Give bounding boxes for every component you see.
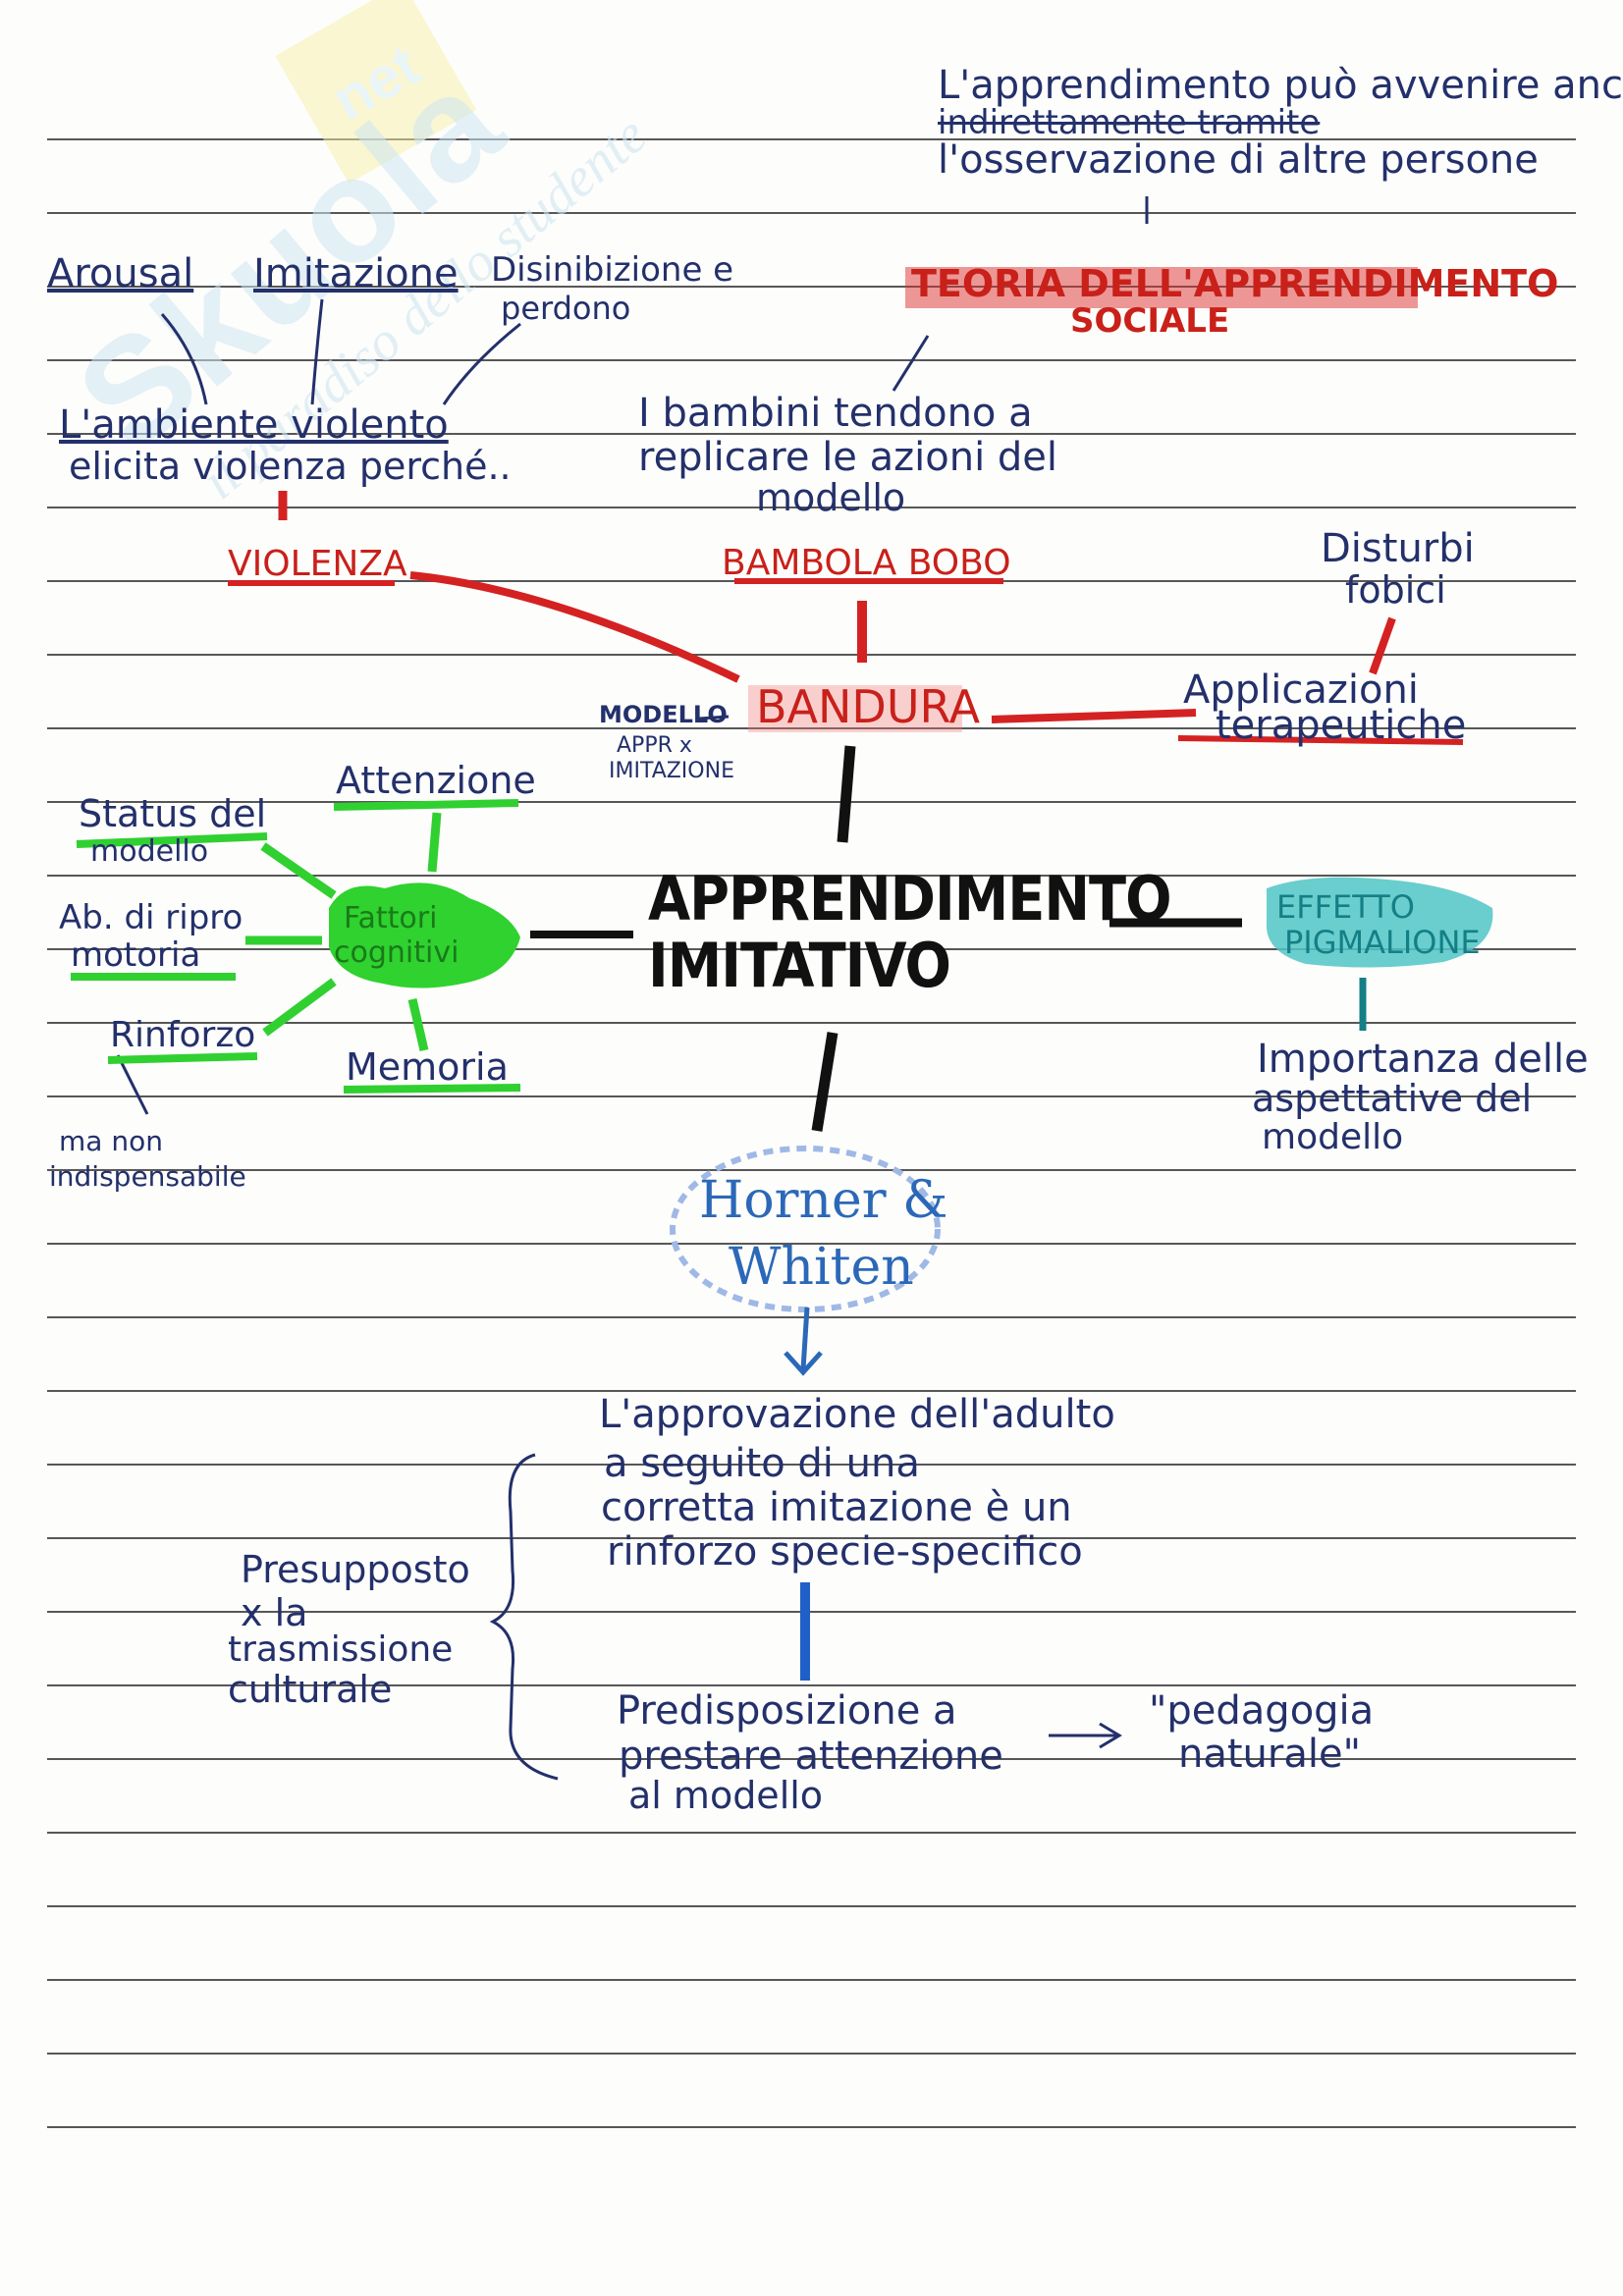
connector-disinibizione-ambiente [442,322,521,405]
teoria-line1: TEORIA DELL'APPRENDIMENTO [911,262,1559,305]
curly-brace-icon [489,1453,559,1781]
fattori-line2: cognitivi [334,935,460,970]
connector-imitazione-ambiente [310,298,324,405]
connector-fattori-status [260,842,337,899]
pedagogia-line2: naturale" [1178,1732,1361,1777]
top-note-line1: L'apprendimento può avvenire anche [938,63,1623,108]
right-margin [1576,0,1623,2296]
importanza-line3: modello [1262,1117,1404,1157]
approvazione-line4: rinforzo specie-specifico [607,1529,1083,1575]
predisposizione-line1: Predisposizione a [617,1688,957,1734]
approvazione-line3: corretta imitazione è un [601,1485,1072,1530]
ambiente-line1: L'ambiente violento [59,402,449,448]
top-note-line2: indirettamente tramite [938,103,1321,142]
central-topic: APPRENDIMENTO IMITATIVO [648,863,1171,1002]
pigmalione-blob [1266,877,1493,968]
fattori-line1: Fattori [344,901,438,935]
bambola-bobo: BAMBOLA BOBO [722,543,1011,583]
highlight-bandura [748,685,962,732]
ma-non-line1: ma non [59,1125,163,1157]
memoria: Memoria [346,1045,509,1089]
predisposizione-line2: prestare attenzione [619,1734,1003,1779]
appr-line2: IMITAZIONE [609,759,734,783]
disinibizione-line1: Disinibizione e [491,250,734,290]
predisposizione-line3: al modello [628,1774,824,1817]
fattori-blob [329,882,520,988]
disturbi-line1: Disturbi [1321,526,1475,571]
bottom-margin [0,2199,1623,2296]
importanza-line2: aspettative del [1252,1077,1533,1120]
highlight-teoria [905,267,1418,308]
connector-modello [698,715,730,721]
presupposto-line3: trasmissione [228,1629,454,1670]
teoria-line2: SOCIALE [1070,301,1230,341]
appr-line1: APPR x [617,733,692,758]
approvazione-line1: L'approvazione dell'adulto [599,1392,1115,1437]
top-note-line3: l'osservazione di altre persone [938,137,1539,183]
left-margin [0,0,47,2296]
presupposto-line1: Presupposto [241,1548,470,1591]
pedagogia-line1: "pedagogia [1149,1688,1375,1734]
status-line1: Status del [79,792,267,835]
underline-attenzione [333,799,519,811]
bambini-line3: modello [756,476,906,519]
disturbi-line2: fobici [1345,568,1446,612]
abilita-line2: motoria [71,935,201,975]
bambini-line2: replicare le azioni del [638,435,1058,480]
horner-line1: Horner & [699,1171,948,1230]
connector-bandura-applicazioni [991,709,1197,723]
central-line2: IMITATIVO [648,930,951,1002]
arousal: Arousal [47,251,194,296]
bambini-line1: I bambini tendono a [638,391,1033,436]
importanza-line1: Importanza delle [1257,1037,1589,1082]
connector-rinforzo-manon [116,1054,149,1115]
connector-central-horner [811,1032,839,1132]
modello-label: MODELLO [599,701,728,728]
connector-fattori-memoria [407,997,429,1052]
pigmalione-line2: PIGMALIONE [1284,924,1481,961]
underline-status [76,832,268,848]
disinibizione-line2: perdono [501,290,631,327]
approvazione-line2: a seguito di una [604,1441,920,1486]
underline-memoria [343,1084,521,1094]
connector-fattori-attenzione [427,812,442,873]
status-line2: modello [90,834,209,869]
applicazioni-line2: terapeutiche [1216,703,1467,748]
central-line1: APPRENDIMENTO [648,863,1171,934]
top-margin [0,0,1623,128]
ambiente-line2: elicita violenza perché.. [69,445,512,488]
right-arrow-icon [1049,1722,1122,1749]
pigmalione-line1: EFFETTO [1276,888,1415,926]
underline-rinforzo [107,1052,258,1064]
connector-disturbi-applicazioni [1369,616,1396,675]
bandura: BANDURA [756,680,981,733]
abilita-line1: Ab. di ripro [59,898,243,937]
connector-fattori-rinforzo [262,978,337,1037]
connector-bandura-central [837,745,856,843]
horner-line2: Whiten [729,1238,914,1297]
attenzione: Attenzione [336,759,536,802]
presupposto-line4: culturale [228,1668,393,1711]
rinforzo: Rinforzo [110,1015,256,1055]
connector-arousal-ambiente [160,313,208,405]
connector-violenza-bandura [409,571,740,683]
violenza: VIOLENZA [228,544,407,584]
applicazioni-line1: Applicazioni [1183,667,1419,713]
ma-non-line2: indispensabile [49,1160,246,1193]
imitazione: Imitazione [253,251,459,296]
underline-applicazioni [1177,735,1464,745]
connector-teoria-bambini [892,335,930,392]
presupposto-line2: x la [241,1591,308,1634]
down-arrow-icon [784,1307,823,1376]
